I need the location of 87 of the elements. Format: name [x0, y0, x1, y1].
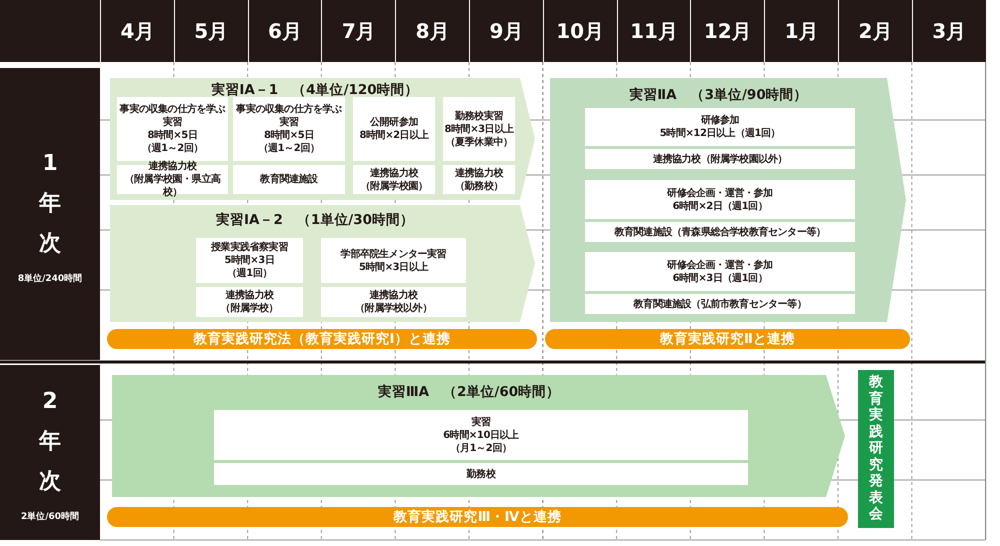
- month-header: 1月: [765, 0, 838, 62]
- activity-box: [196, 287, 303, 317]
- activity-detail: （附属学校園）: [360, 180, 428, 192]
- activity-box: [117, 97, 228, 161]
- activity-name: 研修参加: [700, 114, 740, 127]
- activity-box: [214, 410, 748, 460]
- activity-detail: （勤務校）: [454, 180, 503, 192]
- activity-detail: （週1回）: [227, 267, 272, 280]
- activity-box: [196, 238, 303, 283]
- year-label: 1年次: [38, 150, 62, 258]
- activity-detail: （附属学校以外）: [355, 302, 432, 315]
- activity-box: [585, 222, 855, 242]
- activity-box: [585, 294, 855, 314]
- activity-name: 教育関連施設: [260, 173, 318, 186]
- activity-name: 連携協力校（附属学校園以外）: [652, 152, 788, 166]
- activity-name: 連携協力校: [148, 160, 196, 173]
- activity-detail: （週1～2回）: [142, 142, 204, 155]
- phase-arrow-band: [110, 205, 535, 322]
- activity-detail: （月1～2回）: [450, 442, 512, 454]
- activity-box: [233, 97, 345, 161]
- presentation-bar: 教育実践研究発表会: [858, 370, 894, 528]
- activity-box: [585, 149, 855, 169]
- activity-detail: （附属学校）: [220, 302, 278, 315]
- activity-box: [214, 463, 748, 485]
- activity-box: [321, 238, 466, 283]
- month-header: 10月: [544, 0, 617, 62]
- month-header: 8月: [396, 0, 469, 62]
- activity-box: [443, 97, 515, 161]
- phase-title: 実習ⅠA－1 （4単位/120時間）: [210, 81, 420, 99]
- activity-name: 公開研参加: [370, 116, 418, 129]
- activity-detail: 6時間×10日以上: [443, 428, 519, 442]
- activity-name: 事実の収集の仕方を学ぶ実習: [235, 103, 343, 129]
- activity-box: [353, 165, 435, 194]
- credit-label: 8単位/240時間: [18, 272, 82, 284]
- activity-name: 連携協力校: [370, 166, 418, 180]
- phase-title: 実習ⅠA－2 （1単位/30時間）: [215, 211, 415, 229]
- activity-name: 連携協力校: [225, 289, 274, 302]
- phase-arrow-band: [112, 375, 845, 497]
- activity-box: [443, 165, 515, 194]
- activity-detail: 5時間×12日以上（週1回）: [660, 127, 780, 140]
- activity-detail: 8時間×2日以上: [359, 129, 429, 142]
- activity-name: 研修会企画・運営・参加: [667, 258, 773, 272]
- activity-name: 連携協力校: [454, 166, 503, 180]
- activity-detail: （夏季休業中）: [445, 136, 513, 148]
- activity-detail: 5時間×3日: [224, 254, 274, 267]
- month-header: 11月: [618, 0, 690, 62]
- activity-detail: 6時間×3日（週1回）: [672, 272, 768, 284]
- month-header: 5月: [174, 0, 248, 62]
- phase-arrow-band: [550, 78, 906, 322]
- activity-detail: （週1～2回）: [258, 142, 320, 155]
- activity-name: 連携協力校: [369, 289, 418, 302]
- credit-label: 2単位/60時間: [20, 510, 80, 523]
- month-header: 2月: [839, 0, 912, 62]
- month-header: 4月: [101, 0, 174, 62]
- activity-detail: 6時間×2日（週1回）: [672, 200, 768, 212]
- activity-box: [353, 97, 435, 161]
- month-header: 9月: [470, 0, 543, 62]
- activity-box: [585, 180, 855, 219]
- activity-name: 勤務校: [466, 468, 496, 480]
- phase-title: 実習ⅡA （3単位/90時間）: [628, 86, 809, 104]
- activity-box: [321, 287, 466, 317]
- activity-name: 教育関連施設（青森県総合学校教育センター等）: [614, 226, 826, 238]
- linkage-bar: 教育実践研究Ⅱと連携: [545, 329, 910, 349]
- phase-arrow-band: [110, 78, 535, 200]
- activity-name: 学部卒院生メンター実習: [340, 248, 446, 260]
- month-header: 7月: [322, 0, 396, 62]
- activity-name: 教育関連施設（弘前市教育センター等）: [634, 298, 806, 310]
- linkage-bar: 教育実践研究Ⅲ・Ⅳと連携: [107, 507, 848, 527]
- phase-title: 実習ⅢA （2単位/60時間）: [376, 383, 562, 401]
- activity-name: 実習: [471, 416, 491, 428]
- month-header: 12月: [691, 0, 764, 62]
- activity-box: [585, 252, 855, 291]
- activity-name: 事実の収集の仕方を学ぶ実習: [118, 103, 226, 129]
- activity-box: [585, 108, 855, 146]
- activity-name: 研修会企画・運営・参加: [667, 186, 773, 200]
- activity-detail: 8時間×5日: [148, 129, 198, 142]
- linkage-bar: 教育実践研究法（教育実践研究Ⅰ）と連携: [107, 329, 537, 349]
- activity-name: 勤務校実習: [454, 110, 503, 122]
- activity-detail: 5時間×3日以上: [358, 260, 428, 274]
- year-label: 2年次: [38, 388, 62, 496]
- activity-detail: 8時間×5日: [264, 129, 314, 142]
- month-header: 3月: [912, 0, 986, 62]
- activity-detail: （附属学校園・県立高校）: [123, 173, 222, 199]
- activity-name: 授業実践省察実習: [211, 241, 288, 254]
- activity-detail: 8時間×3日以上: [444, 122, 514, 136]
- month-header: 6月: [248, 0, 322, 62]
- activity-box: [233, 165, 345, 194]
